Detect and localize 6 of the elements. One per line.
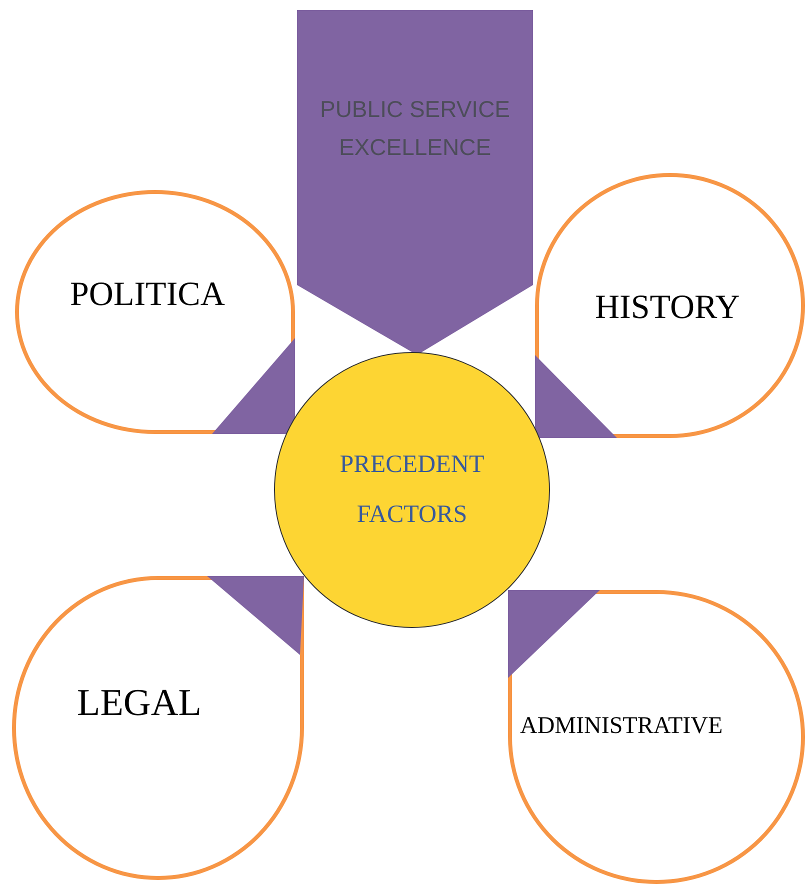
- arrow-text: PUBLIC SERVICE EXCELLENCE: [318, 95, 512, 162]
- node-label: POLITICA: [70, 278, 225, 312]
- circle-text: PRECEDENT FACTORS: [338, 450, 486, 530]
- node-label: ADMINISTRATIVE: [520, 714, 723, 738]
- node-label: HISTORY: [595, 291, 740, 325]
- node-label: LEGAL: [77, 684, 202, 722]
